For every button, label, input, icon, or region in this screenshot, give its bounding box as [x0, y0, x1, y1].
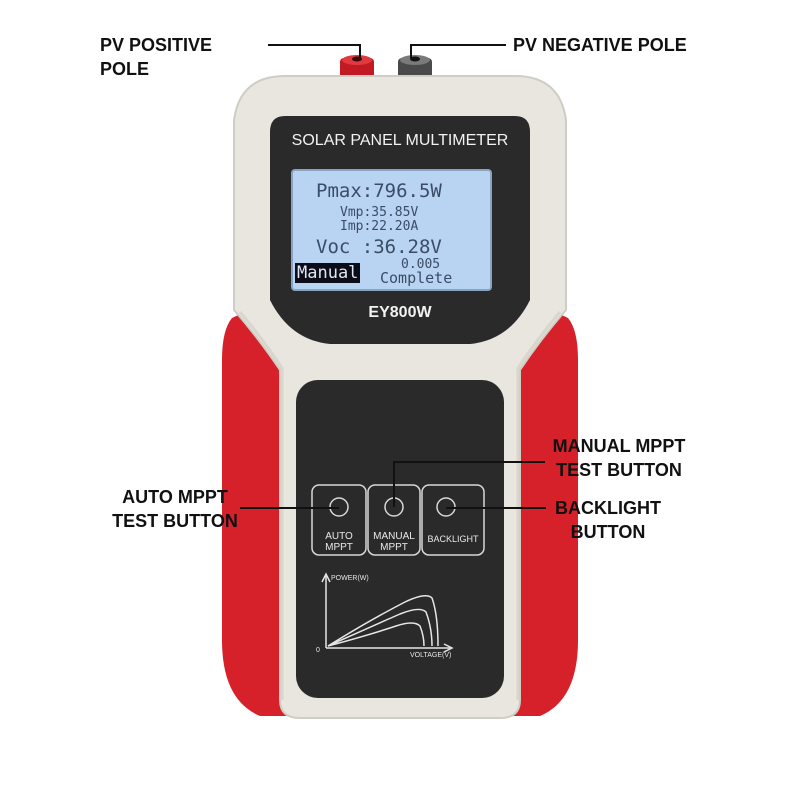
lcd-status: Complete [380, 269, 453, 287]
pv-positive-callout: PV POSITIVE POLE [100, 35, 213, 79]
lcd-mode: Manual [295, 263, 361, 283]
pv-negative-leader [410, 44, 506, 46]
manual-mppt-leader-drop [393, 461, 395, 507]
pv-positive-terminal [340, 55, 374, 80]
lcd-voc: Voc :36.28V [316, 236, 442, 258]
manual-mppt-leader [393, 461, 545, 463]
graph-origin: 0 [316, 647, 320, 654]
manual-mppt-callout: MANUAL MPPT TEST BUTTON [544, 434, 694, 482]
auto-mppt-callout: AUTO MPPT TEST BUTTON [105, 485, 245, 533]
backlight-leader [446, 507, 546, 509]
manual-mppt-label-1: MANUAL [373, 531, 415, 542]
lcd-vmp: Vmp:35.85V [340, 205, 419, 220]
auto-mppt-label-1: AUTO [325, 531, 353, 542]
pv-positive-leader-drop [359, 44, 361, 58]
lcd-pmax: Pmax:796.5W [316, 180, 442, 202]
pv-curve-graphic [321, 572, 454, 653]
manual-mppt-label-2: MPPT [380, 542, 408, 553]
graph-ylabel: POWER(W) [331, 575, 369, 582]
graph-xlabel: VOLTAGE(V) [410, 652, 452, 659]
backlight-label: BACKLIGHT [427, 534, 479, 544]
auto-mppt-callout-line2: TEST BUTTON [112, 511, 238, 531]
lcd-screen [291, 169, 492, 291]
manual-mppt-button[interactable] [367, 484, 421, 556]
backlight-callout-line1: BACKLIGHT [555, 498, 661, 518]
auto-mppt-label-2: MPPT [325, 542, 353, 553]
device-model: EY800W [368, 304, 432, 321]
auto-mppt-leader [240, 507, 339, 509]
lcd-value: 0.005 [401, 257, 441, 272]
pv-positive-leader [268, 44, 360, 46]
pv-negative-leader-drop [410, 44, 412, 58]
manual-mppt-callout-line2: TEST BUTTON [556, 460, 682, 480]
pv-negative-callout: PV NEGATIVE POLE [513, 35, 687, 55]
auto-mppt-button[interactable] [311, 484, 367, 556]
device-title: SOLAR PANEL MULTIMETER [291, 132, 509, 149]
backlight-callout: BACKLIGHT BUTTON [548, 496, 668, 544]
pv-negative-terminal [398, 55, 432, 80]
manual-mppt-callout-line1: MANUAL MPPT [552, 436, 686, 456]
lcd-imp: Imp:22.20A [340, 219, 419, 234]
backlight-callout-line2: BUTTON [570, 522, 646, 542]
auto-mppt-callout-line1: AUTO MPPT [122, 487, 228, 507]
